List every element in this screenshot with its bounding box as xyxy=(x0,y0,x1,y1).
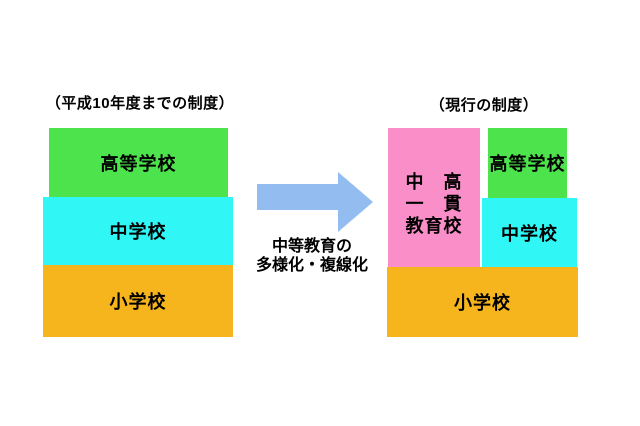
transition-caption-line1: 中等教育の xyxy=(271,238,352,255)
right-arrow-icon xyxy=(257,172,373,232)
transition-caption-line2: 多様化・複線化 xyxy=(255,257,368,274)
after-unified-school-label-line3: 教育校 xyxy=(405,215,463,236)
after-junior-high-box: 中学校 xyxy=(482,198,577,267)
after-junior-high-label: 中学校 xyxy=(501,223,558,244)
before-high-school-label: 高等学校 xyxy=(100,153,177,174)
before-elementary-box: 小学校 xyxy=(43,265,233,337)
before-system-title: （平成10年度までの制度） xyxy=(45,95,235,112)
after-unified-school-label-line1: 中 高 xyxy=(405,171,463,192)
after-high-school-label: 高等学校 xyxy=(489,154,566,174)
right-arrow-shape xyxy=(257,172,373,232)
after-system-title: （現行の制度） xyxy=(429,97,539,114)
transition-caption: 中等教育の 多様化・複線化 xyxy=(232,237,392,275)
before-elementary-label: 小学校 xyxy=(109,292,167,312)
before-high-school-box: 高等学校 xyxy=(49,128,228,197)
before-junior-high-label: 中学校 xyxy=(109,222,167,242)
after-elementary-label: 小学校 xyxy=(454,293,511,313)
before-junior-high-box: 中学校 xyxy=(43,197,233,265)
after-high-school-box: 高等学校 xyxy=(488,128,567,198)
after-elementary-box: 小学校 xyxy=(387,267,578,337)
after-unified-school-box: 中 高 一 貫 教育校 xyxy=(388,128,480,267)
after-unified-school-label-line2: 一 貫 xyxy=(405,193,463,214)
